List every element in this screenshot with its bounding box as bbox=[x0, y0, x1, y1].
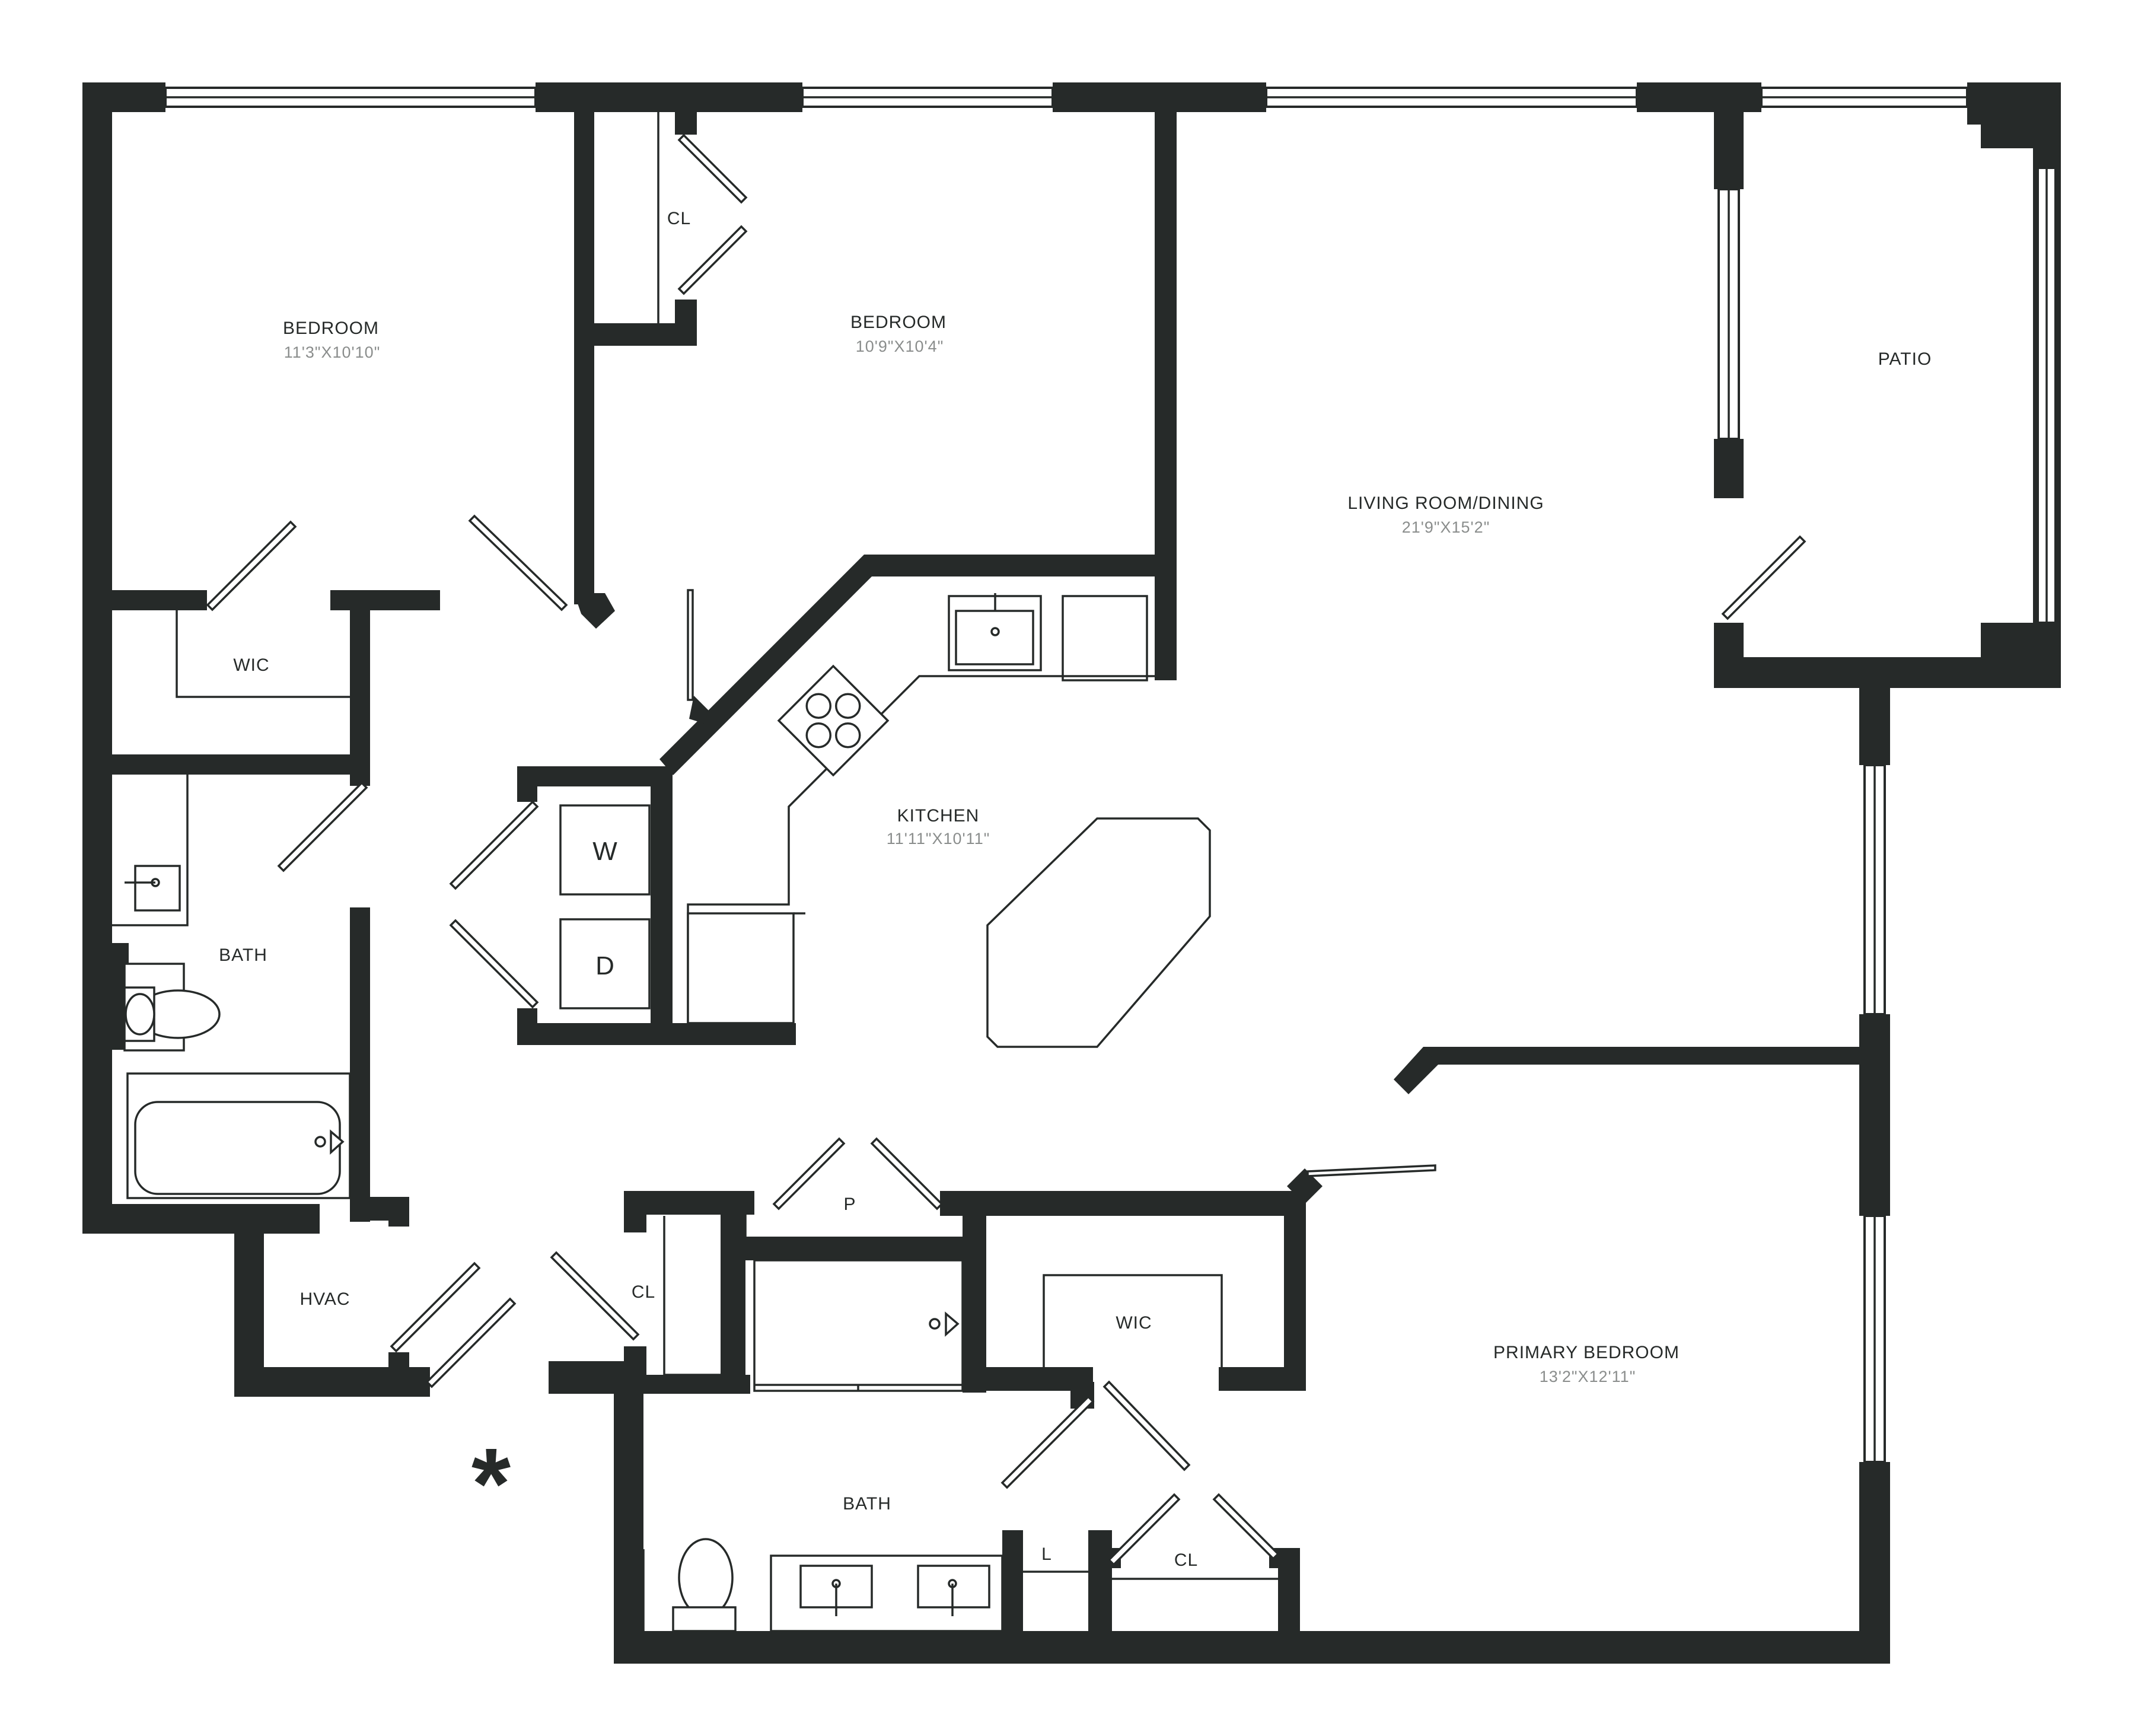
washer-label: W bbox=[592, 837, 617, 866]
room-labels: BEDROOM 11'3"X10'10" BEDROOM 10'9"X10'4"… bbox=[219, 209, 1932, 1570]
kitchen-dims: 11'11"X10'11" bbox=[887, 830, 990, 848]
fixtures bbox=[112, 112, 1278, 1632]
closet-2-label: CL bbox=[632, 1282, 655, 1302]
bedroom-1-dims: 11'3"X10'10" bbox=[284, 343, 381, 361]
windows bbox=[164, 87, 2057, 1463]
wic-1-label: WIC bbox=[233, 655, 269, 675]
bedroom-2-label: BEDROOM bbox=[850, 313, 947, 332]
living-dims: 21'9"X15'2" bbox=[1402, 518, 1490, 536]
entry-marker: * bbox=[471, 1428, 511, 1540]
pantry-label: P bbox=[843, 1195, 856, 1214]
dryer-label: D bbox=[595, 951, 614, 980]
walls bbox=[82, 82, 2061, 1664]
primary-bedroom-dims: 13'2"X12'11" bbox=[1540, 1368, 1636, 1385]
closet-3-label: CL bbox=[1174, 1550, 1198, 1570]
bath-1-label: BATH bbox=[219, 945, 267, 965]
linen-label: L bbox=[1041, 1544, 1052, 1564]
hvac-label: HVAC bbox=[299, 1289, 350, 1309]
patio-label: PATIO bbox=[1878, 349, 1932, 369]
closet-1-label: CL bbox=[667, 209, 691, 228]
living-label: LIVING ROOM/DINING bbox=[1347, 493, 1544, 513]
bedroom-1-label: BEDROOM bbox=[283, 318, 379, 338]
primary-bedroom-label: PRIMARY BEDROOM bbox=[1493, 1343, 1680, 1362]
wic-2-label: WIC bbox=[1116, 1313, 1152, 1333]
bath-2-label: BATH bbox=[843, 1494, 891, 1514]
doors bbox=[206, 133, 1806, 1566]
bedroom-2-dims: 10'9"X10'4" bbox=[856, 337, 944, 355]
kitchen-label: KITCHEN bbox=[897, 806, 980, 826]
